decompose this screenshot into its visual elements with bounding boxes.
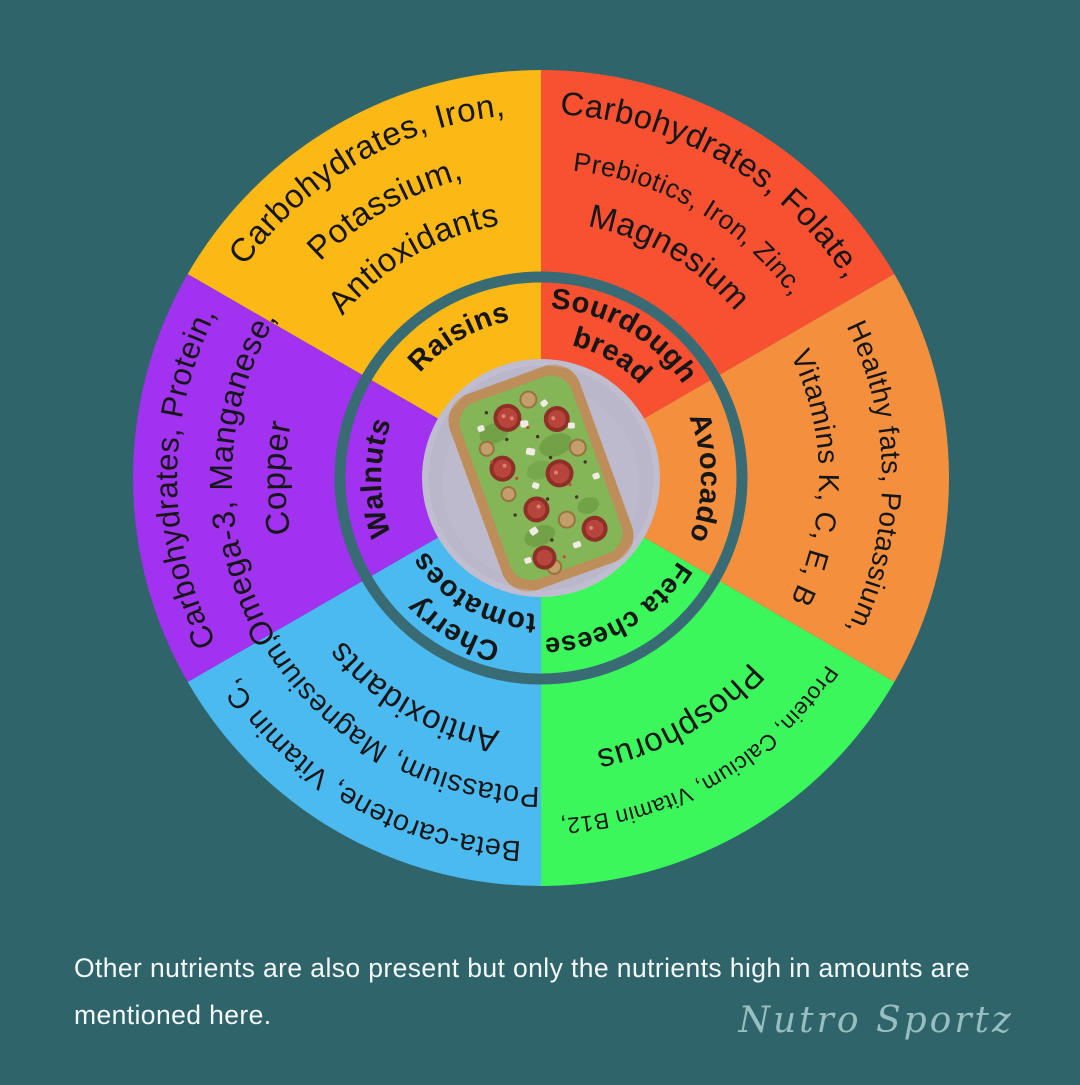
- caption: Other nutrients are also present but onl…: [74, 952, 971, 1031]
- segment-walnuts-nutrients-line-3: Copper: [255, 417, 298, 538]
- divider-ring: [334, 271, 748, 685]
- segment-sourdough-bread: [541, 70, 895, 478]
- avocado-toast-photo: [422, 359, 660, 597]
- segment-feta-cheese: [541, 478, 895, 886]
- brand-signature: Nutro Sportz: [738, 1000, 1014, 1041]
- segment-raisins: [187, 70, 542, 478]
- segment-cherry-tomatoes: [187, 478, 542, 886]
